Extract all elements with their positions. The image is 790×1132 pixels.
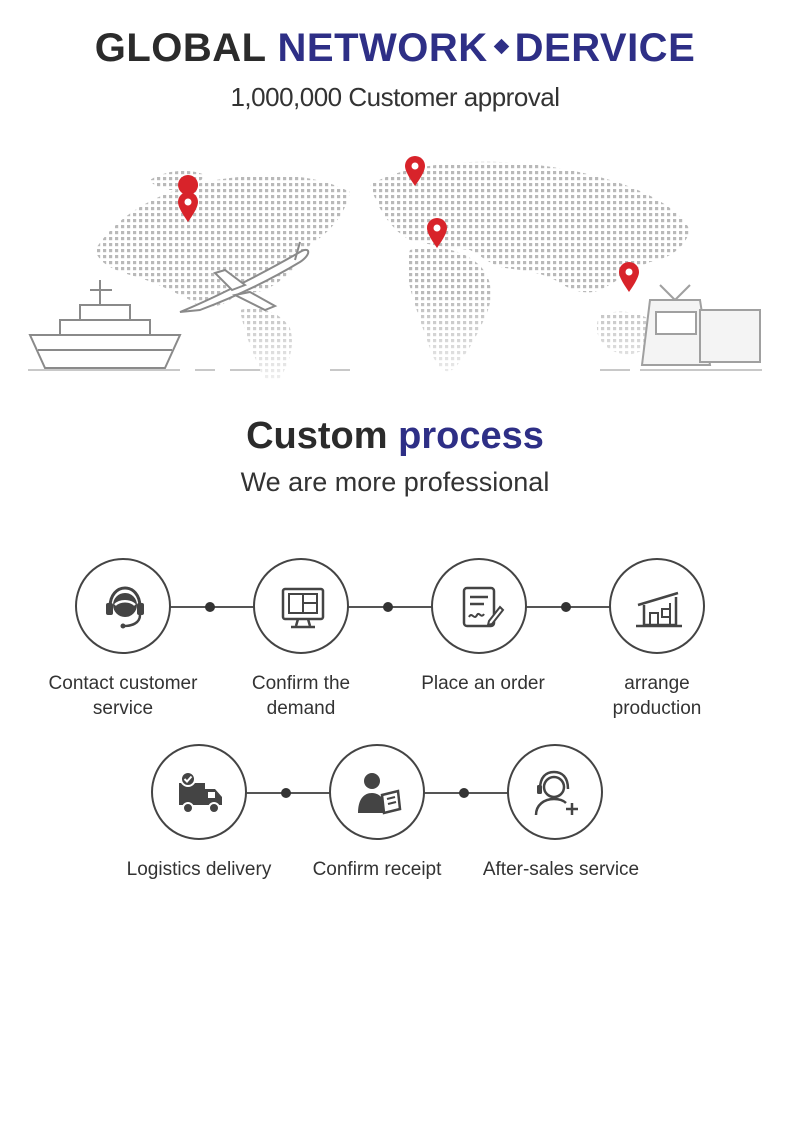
hero-title: GLOBAL NETWORK DERVICE [0, 26, 790, 71]
ship-icon [28, 280, 182, 369]
hero-title-blue-2: DERVICE [514, 26, 696, 70]
step-label-confirm-the-demand: Confirm the demand [251, 673, 351, 719]
airplane-icon [179, 241, 310, 313]
connector-dot [459, 788, 469, 798]
factory-icon [636, 591, 682, 628]
train-icon [640, 284, 761, 366]
hero-subtitle: 1,000,000 Customer approval [230, 82, 560, 112]
location-pin-icon [178, 192, 198, 222]
step-label-after-sales-service: After-sales service [482, 859, 640, 880]
step-place-an-order [431, 558, 527, 654]
monitor-plan-icon [281, 587, 325, 629]
section-subtitle: We are more professional [240, 467, 550, 497]
step-after-sales-service [507, 744, 603, 840]
connector-dot [281, 788, 291, 798]
hero-title-dark: GLOBAL [94, 26, 266, 70]
step-label-logistics-delivery: Logistics delivery [126, 859, 272, 880]
world-map-illustration [0, 156, 790, 390]
connector-dot [205, 602, 215, 612]
step-label-contact-customer-service: Contact customer service [48, 673, 198, 719]
step-confirm-receipt [329, 744, 425, 840]
location-pin-icon [405, 156, 425, 186]
section-title-dark: Custom [246, 415, 388, 457]
hero-title-blue-1: NETWORK [277, 26, 488, 70]
connector-dot [561, 602, 571, 612]
connector-dot [383, 602, 393, 612]
diamond-icon [493, 38, 509, 55]
step-label-confirm-receipt: Confirm receipt [312, 859, 442, 880]
section-title: Custom process [0, 415, 790, 458]
step-contact-customer-service [75, 558, 171, 654]
delivery-truck-icon [179, 771, 222, 814]
step-logistics-delivery [151, 744, 247, 840]
person-receipt-icon [358, 773, 402, 815]
headset-icon [106, 586, 144, 629]
location-pin-icon [427, 218, 447, 248]
step-label-arrange-production: arrange production [612, 673, 702, 719]
section-title-blue: process [398, 415, 544, 457]
step-label-place-an-order: Place an order [421, 673, 545, 694]
step-confirm-the-demand [253, 558, 349, 654]
step-arrange-production [609, 558, 705, 654]
support-agent-icon [534, 770, 578, 816]
location-pin-icon [619, 262, 639, 292]
document-sign-icon [462, 586, 505, 628]
